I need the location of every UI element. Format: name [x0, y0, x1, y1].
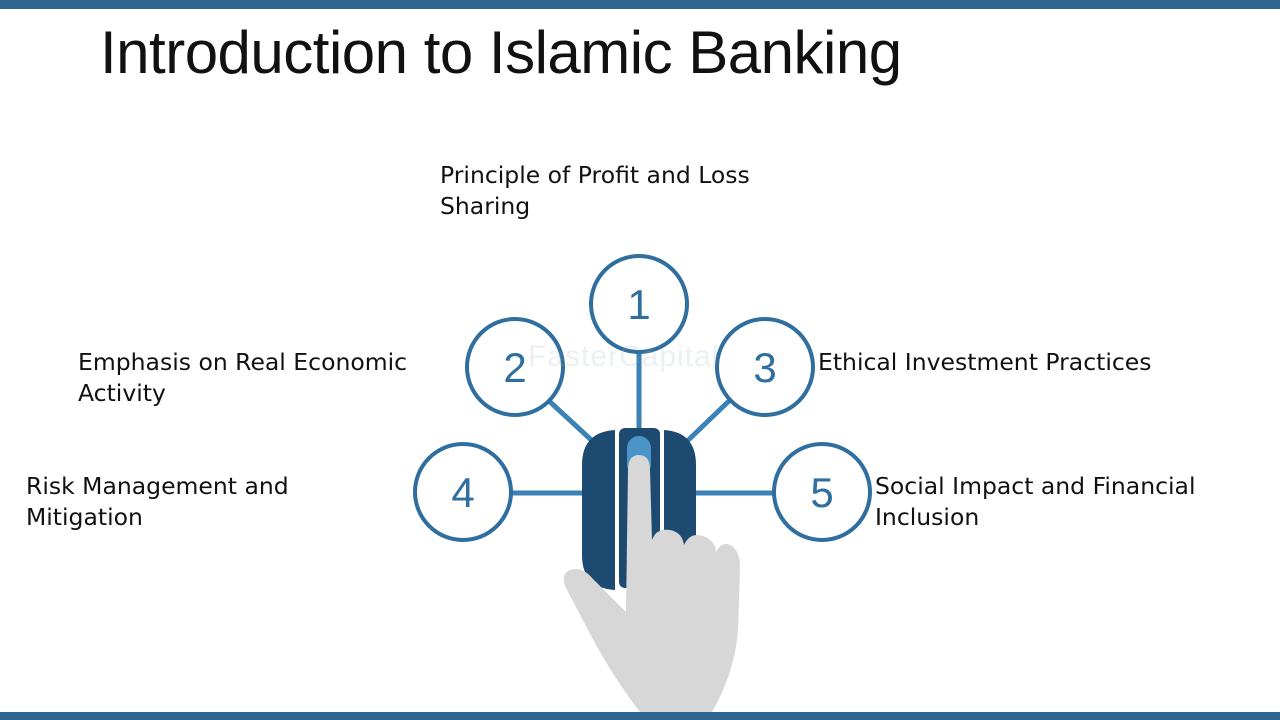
connector-3 — [677, 397, 733, 451]
circle-3: 3 — [715, 317, 815, 417]
watermark-logo: FasterCapital — [528, 340, 720, 373]
item-2-label: Emphasis on Real Economic Activity — [78, 348, 408, 407]
item-4-label: Risk Management and Mitigation — [26, 472, 289, 531]
top-accent-bar — [0, 0, 1280, 9]
circle-2: 2 — [465, 317, 565, 417]
circle-3-number: 3 — [753, 344, 776, 391]
slide-title: Introduction to Islamic Banking — [100, 19, 902, 86]
circle-5: 5 — [772, 442, 872, 542]
numbered-circles: 1 2 3 4 5 — [413, 254, 872, 542]
circle-1: 1 — [589, 254, 689, 354]
circle-1-number: 1 — [627, 281, 650, 328]
circle-5-number: 5 — [810, 469, 833, 516]
item-5-label: Social Impact and Financial Inclusion — [875, 472, 1196, 531]
pointing-hand-icon — [563, 455, 740, 712]
item-1-label: Principle of Profit and Loss Sharing — [440, 161, 750, 220]
bottom-accent-bar — [0, 712, 1280, 720]
item-3-label: Ethical Investment Practices — [818, 348, 1152, 376]
circle-2-number: 2 — [503, 344, 526, 391]
circle-4: 4 — [413, 442, 513, 542]
circle-4-number: 4 — [451, 469, 474, 516]
